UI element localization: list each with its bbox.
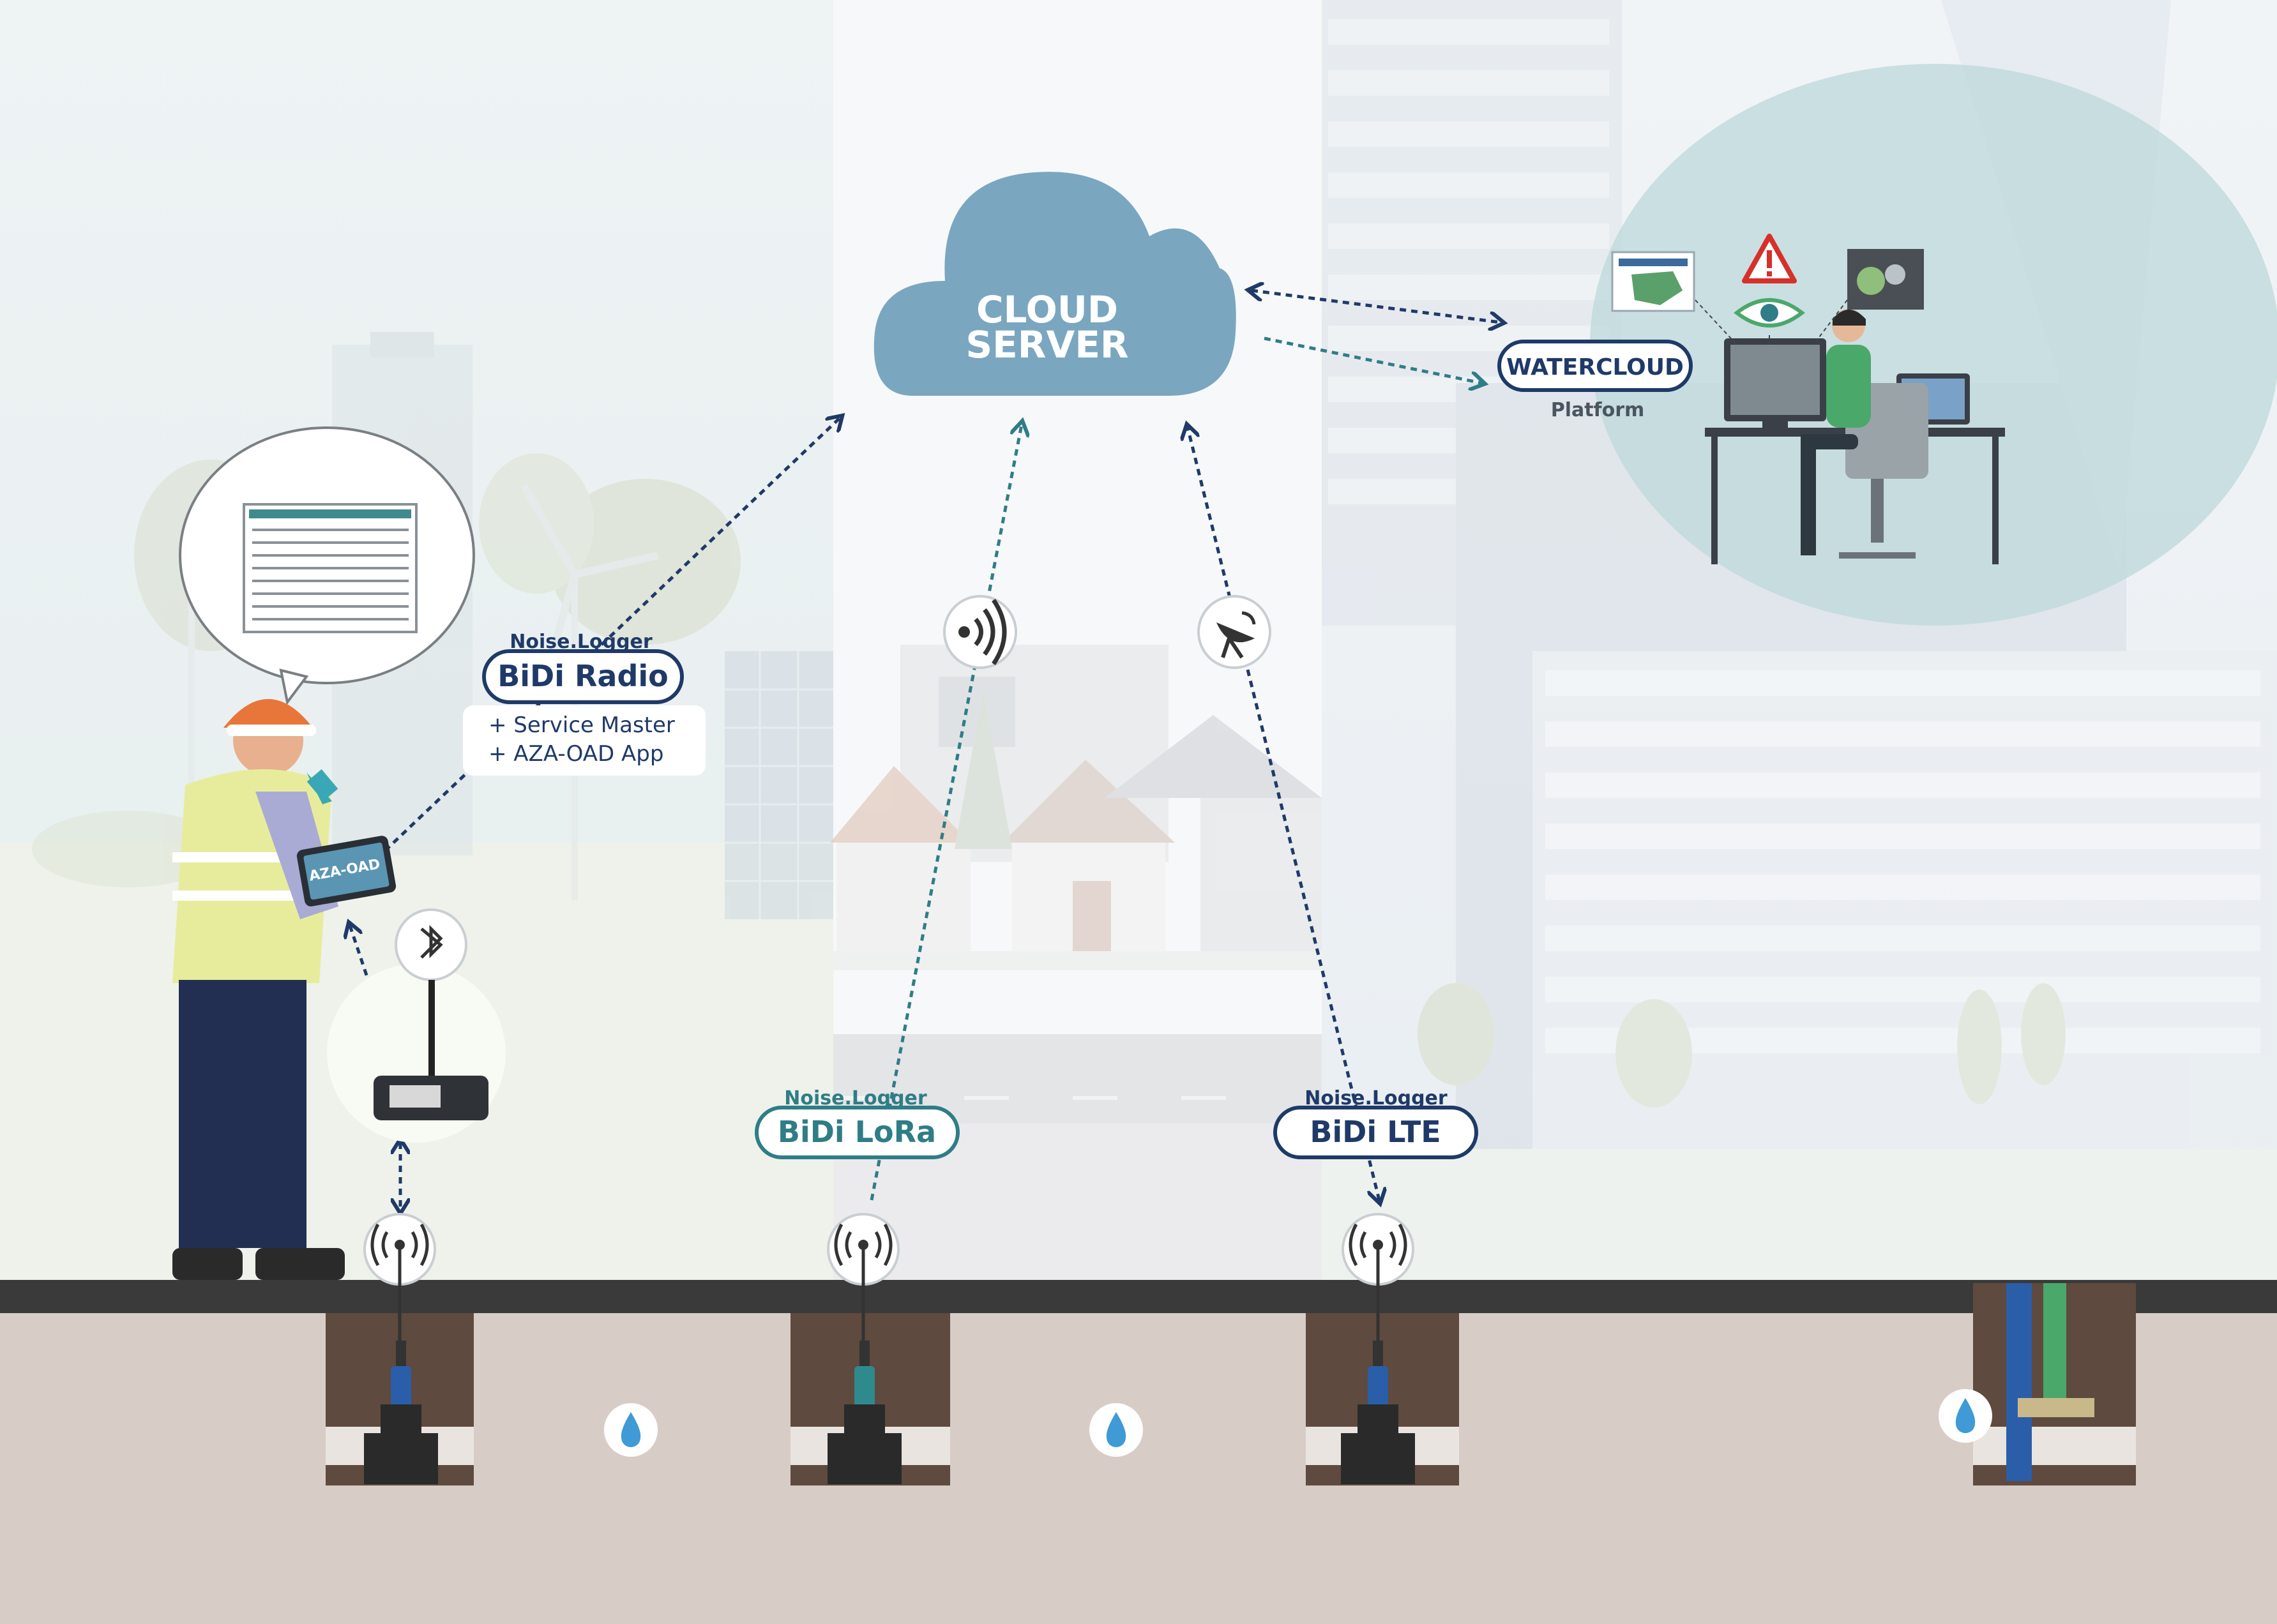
antenna-icon-2	[827, 1213, 900, 1341]
water-drop-icon-2	[1089, 1403, 1143, 1457]
operator-workstation	[1705, 309, 2005, 564]
arrow-lte-cloud	[1188, 428, 1379, 1200]
arrow-lora-cloud	[870, 425, 1022, 1201]
cloud-label-line2: SERVER	[965, 323, 1128, 366]
antenna-icon-3	[1342, 1213, 1414, 1341]
valve-chamber-3	[1306, 1313, 1459, 1485]
water-drop-icon-1	[604, 1403, 658, 1457]
arrow-cloud-watercloud	[1252, 290, 1501, 322]
cloud-server: CLOUD SERVER	[874, 172, 1236, 396]
watercloud-name: WATERCLOUD	[1506, 354, 1684, 380]
eye-icon	[1734, 298, 1805, 327]
tablet-device[interactable]: AZA-OAD	[296, 835, 397, 908]
control-room-ellipse	[1590, 64, 2277, 626]
dashboard-connectors	[1695, 299, 1848, 345]
speech-bubble	[179, 426, 475, 705]
bidi-radio-badge: Noise.Logger BiDi Radio	[482, 631, 684, 704]
street-surface	[0, 1280, 2277, 1313]
apps-line2: + AZA-OAD App	[488, 741, 663, 767]
handheld-reader	[374, 1076, 488, 1120]
arrow-tablet-cloud	[375, 418, 840, 860]
antenna-icon-1	[363, 1213, 436, 1341]
bluetooth-icon	[395, 908, 467, 981]
watercloud-platform-label: Platform	[1551, 399, 1645, 421]
apps-line1: + Service Master	[488, 712, 675, 738]
analytics-thumbnail	[1847, 249, 1924, 310]
wifi-signal-icon	[943, 595, 1017, 669]
satellite-dish-icon	[1197, 595, 1271, 669]
arrow-cloud-platform	[1264, 336, 1481, 383]
hydrant-chamber	[1973, 1283, 2136, 1485]
water-drop-icon-3	[1939, 1389, 1992, 1443]
cloud-label-line1: CLOUD	[976, 288, 1118, 331]
bidi-lte-badge: Noise.Logger BiDi LTE	[1273, 1087, 1478, 1159]
bidi-lora-badge: Noise.Logger BiDi LoRa	[755, 1087, 960, 1159]
watercloud-badge: WATERCLOUD	[1497, 340, 1693, 392]
right-plaza	[1322, 1149, 2277, 1283]
bidi-lte-name: BiDi LTE	[1310, 1115, 1441, 1149]
bidi-radio-name: BiDi Radio	[497, 659, 669, 693]
warning-icon	[1742, 234, 1797, 283]
valve-chamber-1	[326, 1313, 474, 1485]
watercloud-map-thumbnail	[1611, 251, 1695, 312]
apps-box: + Service Master + AZA-OAD App	[463, 705, 706, 776]
bidi-lora-name: BiDi LoRa	[778, 1115, 936, 1149]
valve-chamber-2	[791, 1313, 950, 1485]
